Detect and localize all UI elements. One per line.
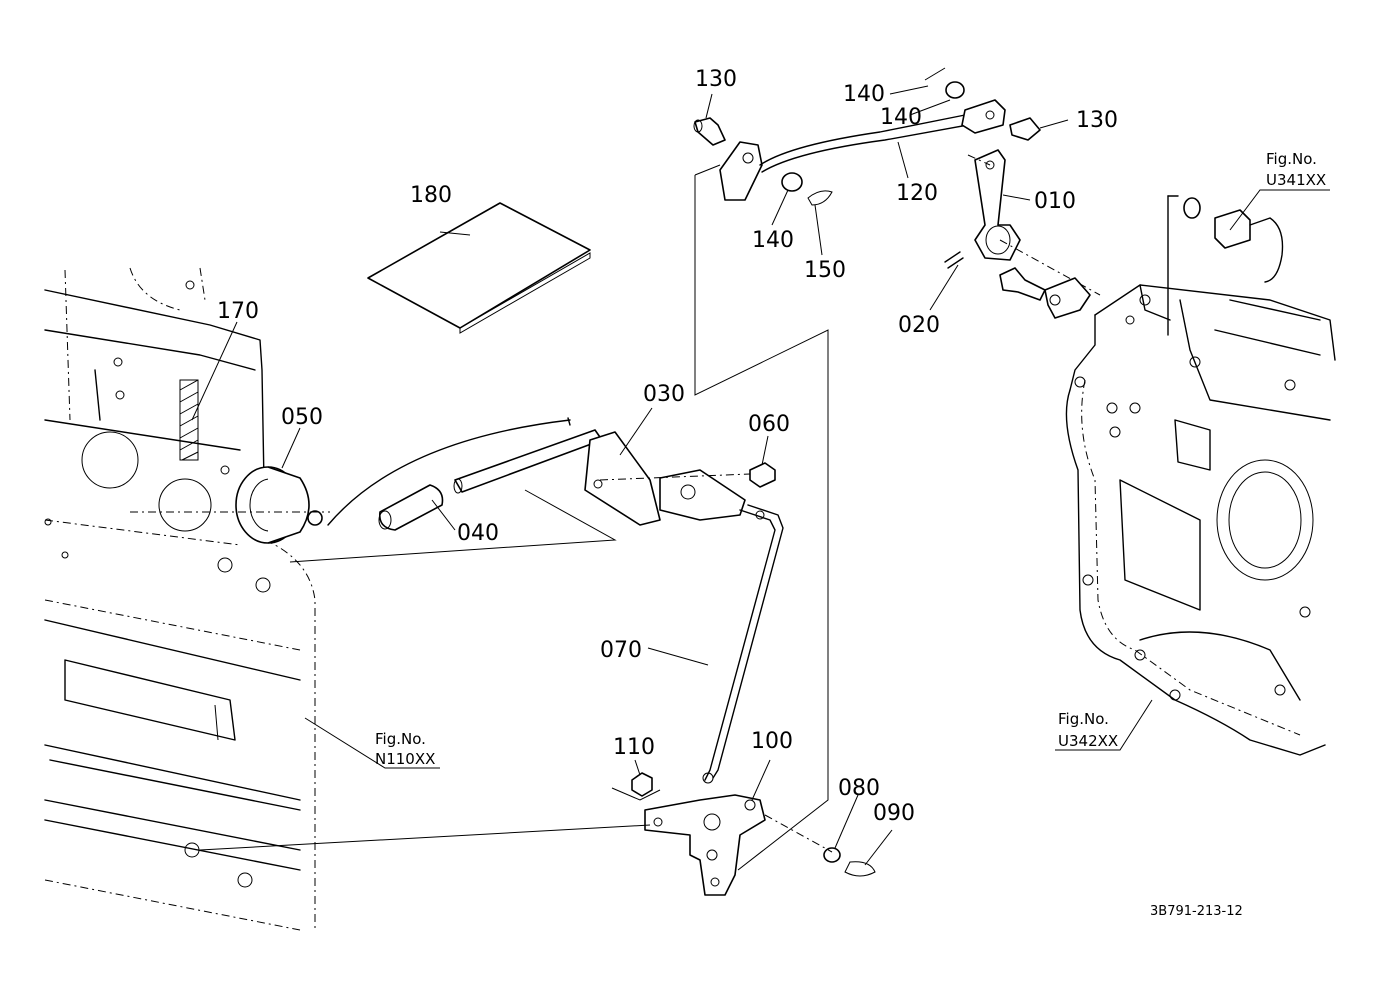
fork-shaft-drawing <box>130 429 776 563</box>
release-bearing-drawing <box>235 417 571 544</box>
figure-caption-n110: Fig.No. <box>375 730 426 748</box>
right-housing-drawing <box>999 195 1336 756</box>
part-label-100: 100 <box>751 729 793 754</box>
figure-code-u342: U342XX <box>1058 732 1118 750</box>
figure-caption-u341: Fig.No. <box>1266 150 1317 168</box>
part-label-170: 170 <box>217 299 259 324</box>
part-label-180: 180 <box>410 183 452 208</box>
part-label-050: 050 <box>281 405 323 430</box>
top-linkage-drawing <box>693 67 1101 296</box>
part-label-130-left: 130 <box>695 67 737 92</box>
figure-caption-u342: Fig.No. <box>1058 710 1109 728</box>
part-label-030: 030 <box>643 382 685 407</box>
part-label-160: 140 <box>843 82 885 107</box>
left-housing-drawing <box>44 267 316 931</box>
diagram-code: 3B791-213-12 <box>1150 904 1243 919</box>
pedal-rod-drawing <box>702 504 784 784</box>
part-label-110: 110 <box>613 735 655 760</box>
part-label-020: 020 <box>898 313 940 338</box>
figure-reference-n110: Fig.No. N110XX <box>375 730 435 768</box>
part-label-010: 010 <box>1034 189 1076 214</box>
figure-reference-u341: Fig.No. U341XX <box>1266 150 1326 189</box>
part-label-120: 120 <box>896 181 938 206</box>
figure-reference-u342: Fig.No. U342XX <box>1058 710 1118 750</box>
figure-code-n110: N110XX <box>375 750 435 768</box>
part-label-090: 090 <box>873 801 915 826</box>
part-label-150: 150 <box>804 258 846 283</box>
part-label-060: 060 <box>748 412 790 437</box>
part-label-140-right: 140 <box>880 105 922 130</box>
part-label-040: 040 <box>457 521 499 546</box>
pedal-bracket-drawing <box>199 772 876 896</box>
part-label-130-right: 130 <box>1076 108 1118 133</box>
part-label-070: 070 <box>600 638 642 663</box>
part-labels: 130 140 140 130 120 010 140 150 020 180 … <box>217 67 1118 826</box>
leader-lines <box>191 85 1330 866</box>
part-label-080: 080 <box>838 776 880 801</box>
assembly-reference-lines <box>694 164 829 871</box>
figure-code-u341: U341XX <box>1266 171 1326 189</box>
part-label-140-left: 140 <box>752 228 794 253</box>
manual-drawing <box>367 202 591 334</box>
